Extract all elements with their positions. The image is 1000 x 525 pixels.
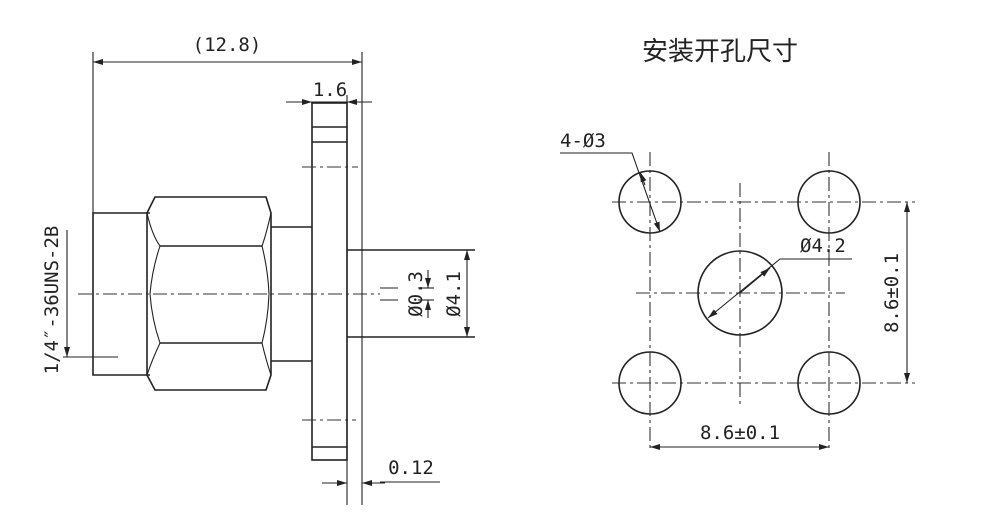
panel-cutout-view: 安装开孔尺寸 4-Ø3 Ø4.2 8.6±0.1 8.6±0.1 — [560, 37, 915, 450]
flange-thickness-label: 1.6 — [313, 79, 347, 101]
cutout-title: 安装开孔尺寸 — [642, 37, 798, 67]
flange — [311, 102, 348, 461]
mount-hole-top-left — [618, 170, 682, 234]
plating-offset-label: 0.12 — [388, 457, 434, 479]
thread-spec-label: 1/4″-36UNS-2B — [41, 226, 63, 375]
rear-body — [92, 212, 150, 376]
hex-nut — [146, 196, 272, 391]
insulator-diameter-label: Ø4.1 — [443, 271, 465, 317]
mount-hole-top-right — [797, 170, 861, 234]
center-hole-label: Ø4.2 — [800, 235, 846, 257]
mount-hole-bottom-left — [618, 351, 682, 415]
pin-diameter-label: Ø0.3 — [405, 271, 427, 317]
mount-hole-bottom-right — [797, 351, 861, 415]
vertical-spacing-label: 8.6±0.1 — [881, 253, 903, 333]
center-hole — [697, 250, 783, 336]
connector-side-view: (12.8) 1.6 0.12 Ø4.1 Ø0.3 1/4″-36UNS-2B — [41, 34, 475, 505]
overall-length-label: (12.8) — [193, 34, 262, 56]
mount-holes-label: 4-Ø3 — [560, 130, 606, 152]
horizontal-spacing-label: 8.6±0.1 — [700, 422, 780, 444]
